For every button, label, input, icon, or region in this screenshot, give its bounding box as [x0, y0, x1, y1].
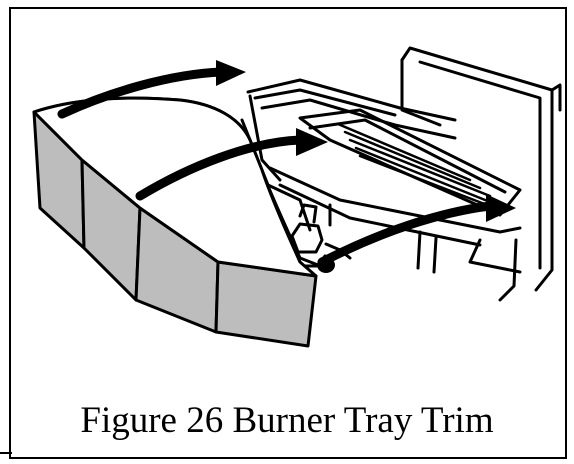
- fireplace-assembly: [240, 46, 562, 302]
- arrow-1: [57, 67, 227, 119]
- arrow-3: [317, 201, 495, 267]
- arrow-2: [135, 135, 305, 201]
- corner-tick: [0, 452, 12, 454]
- installation-arrows: [57, 60, 516, 267]
- figure-caption: Figure 26 Burner Tray Trim: [80, 400, 494, 441]
